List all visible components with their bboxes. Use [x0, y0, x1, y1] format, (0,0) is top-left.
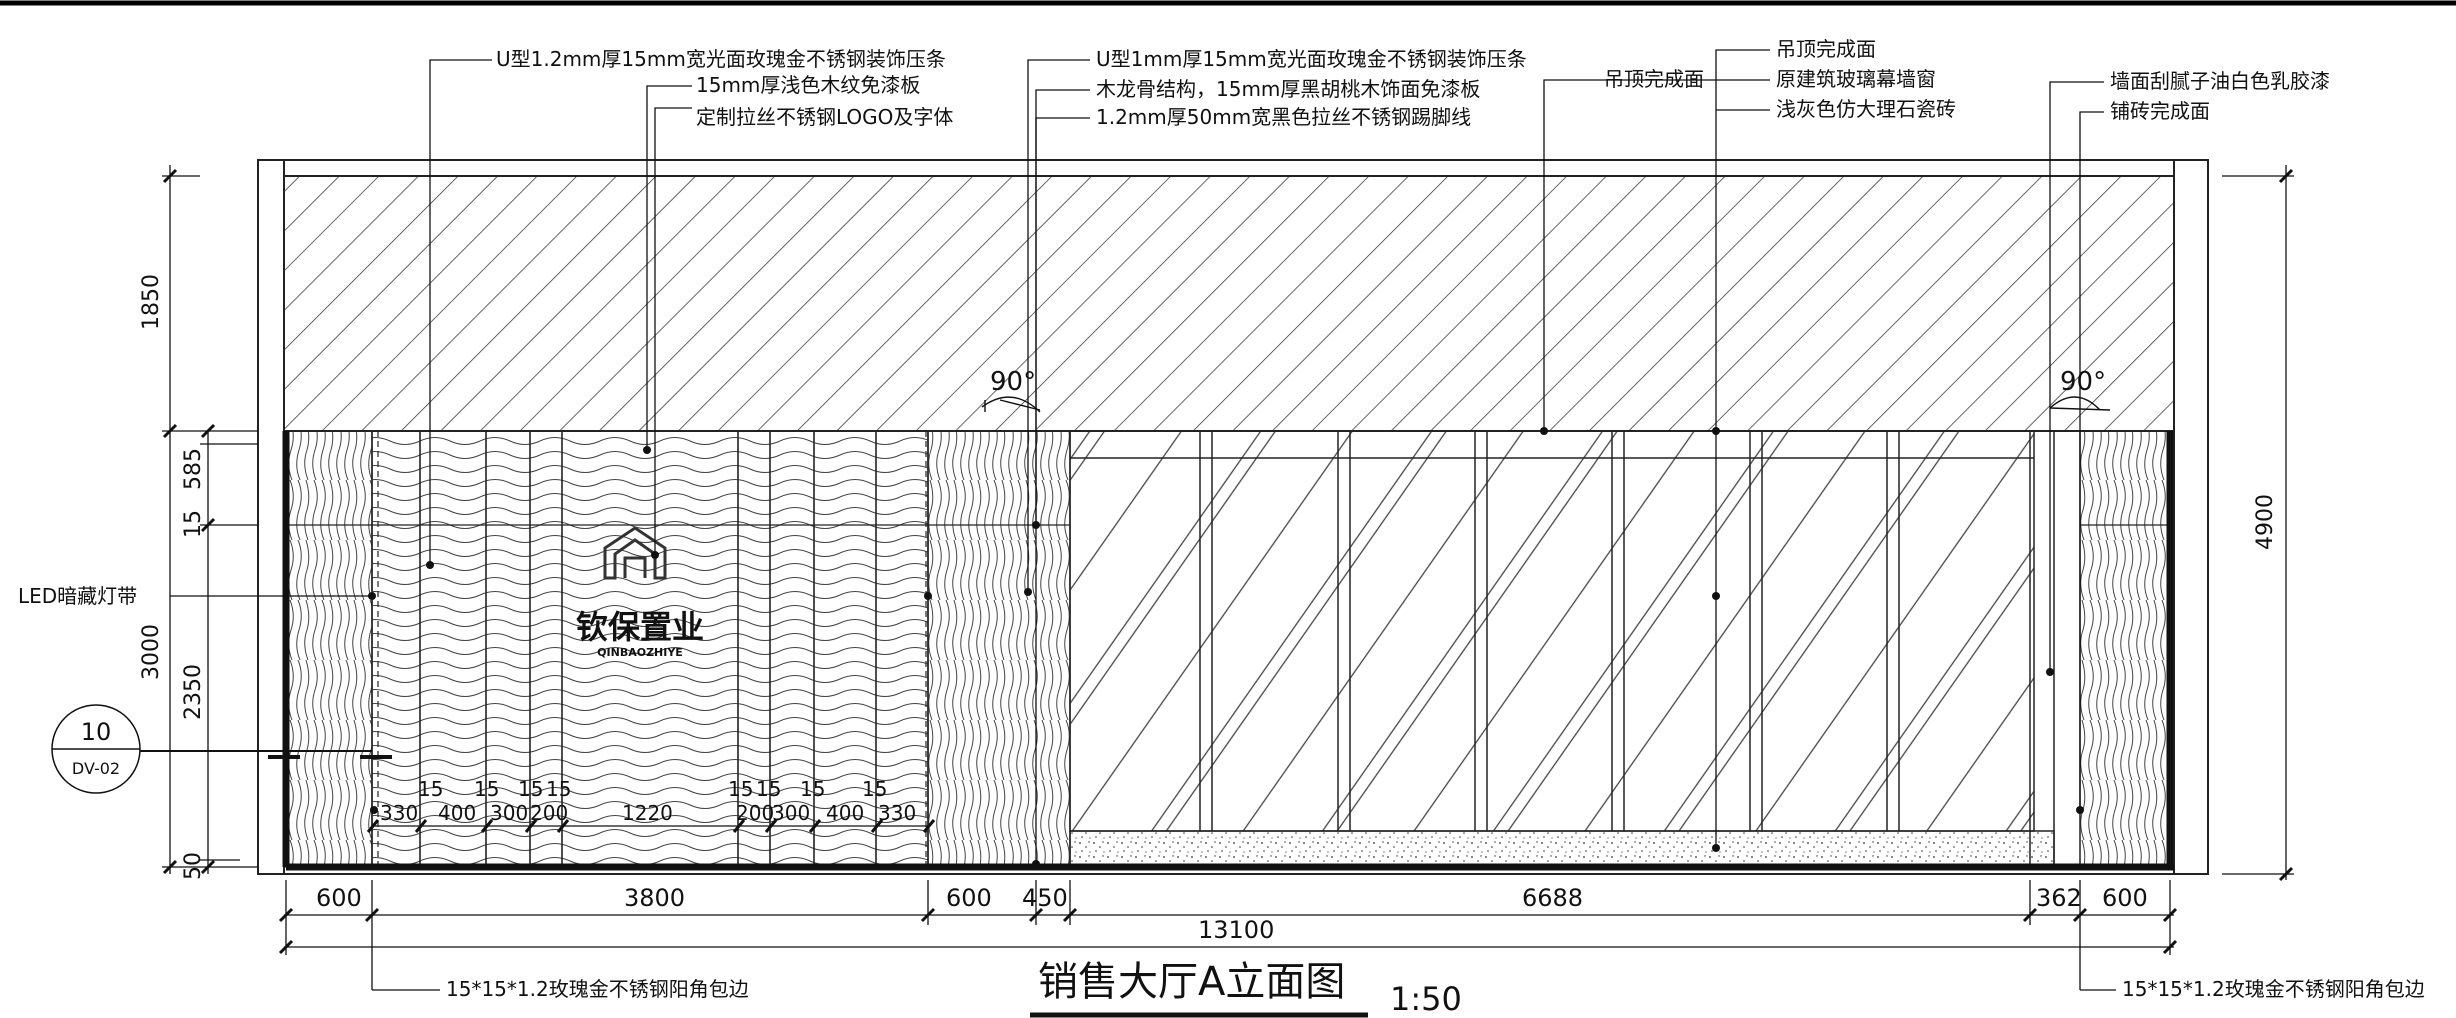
callout-tm-1: U型1mm厚15mm宽光面玫瑰金不锈钢装饰压条 [1096, 47, 1527, 71]
drawing-scale: 1:50 [1390, 980, 1462, 1018]
gap-7: 15 [800, 777, 825, 801]
callout-bottom-left: 15*15*1.2玫瑰金不锈钢阳角包边 [446, 977, 749, 1001]
wood-panel-right [2079, 430, 2171, 868]
gap-8: 15 [862, 777, 887, 801]
dim-b-3800: 3800 [624, 884, 685, 912]
callout-tl-1: U型1.2mm厚15mm宽光面玫瑰金不锈钢装饰压条 [496, 47, 946, 71]
pw-1220: 1220 [622, 801, 673, 825]
dim-b-450: 450 [1022, 884, 1068, 912]
dim-1850: 1850 [139, 274, 164, 330]
callout-trm-1: 吊顶完成面 [1776, 37, 1876, 61]
callout-tl-3: 定制拉丝不锈钢LOGO及字体 [696, 105, 953, 129]
dim-bottom-lines [284, 880, 2174, 990]
gap-6: 15 [756, 777, 781, 801]
dim-left-ticks [162, 168, 216, 875]
gap-1: 15 [418, 777, 443, 801]
callout-bottom-right: 15*15*1.2玫瑰金不锈钢阳角包边 [2122, 977, 2425, 1001]
pw-200b: 200 [736, 801, 774, 825]
section-marker [51, 704, 392, 794]
leaders-top-left [429, 59, 692, 565]
callout-led: LED暗藏灯带 [18, 584, 137, 608]
gap-4: 15 [546, 777, 571, 801]
callout-tm-2: 木龙骨结构，15mm厚黑胡桃木饰面免漆板 [1096, 77, 1480, 101]
angle-marker-left [981, 396, 1041, 413]
drawing-title: 销售大厅A立面图 [1038, 959, 1345, 1005]
pw-330a: 330 [380, 801, 418, 825]
logo-wall [371, 430, 929, 868]
glass-curtain-wall [1069, 430, 2035, 832]
callout-tr-1: 墙面刮腻子油白色乳胶漆 [2110, 69, 2330, 93]
dim-3000: 3000 [139, 624, 164, 680]
gap-2: 15 [474, 777, 499, 801]
outer-frame [257, 159, 2209, 875]
logo-wall-strips [419, 431, 877, 867]
marble-tile-base [1069, 830, 2055, 868]
dim-2350: 2350 [181, 664, 206, 720]
dim-585: 585 [181, 448, 206, 490]
section-number: 10 [81, 718, 112, 746]
dim-left-lines [162, 165, 258, 874]
dim-15: 15 [181, 510, 206, 538]
dim-b-600a: 600 [316, 884, 362, 912]
ceiling-hatch [283, 175, 2175, 432]
panel-dim-ticks [366, 819, 936, 833]
dim-b-600b: 600 [946, 884, 992, 912]
mullions [1199, 431, 2055, 867]
dim-bottom-ticks [278, 907, 2178, 955]
dim-b-6688: 6688 [1522, 884, 1583, 912]
gap-3: 15 [518, 777, 543, 801]
callout-tl-2: 15mm厚浅色木纹免漆板 [696, 73, 920, 97]
section-sheet: DV-02 [72, 759, 120, 778]
callout-tm-3: 1.2mm厚50mm宽黑色拉丝不锈钢踢脚线 [1096, 105, 1471, 129]
callout-tr-2: 铺砖完成面 [2110, 99, 2210, 123]
pw-200a: 200 [530, 801, 568, 825]
callout-trm-2: 原建筑玻璃幕墙窗 [1776, 67, 1936, 91]
angle-label-left: 90° [990, 367, 1036, 397]
pw-400b: 400 [826, 801, 864, 825]
callout-trm-3: 浅灰色仿大理石瓷砖 [1776, 97, 1956, 121]
dim-b-total: 13100 [1198, 916, 1274, 944]
dim-b-600c: 600 [2102, 884, 2148, 912]
angle-label-right: 90° [2060, 367, 2106, 397]
dim-50: 50 [181, 852, 206, 880]
wood-panel-left [285, 430, 373, 868]
dim-4900: 4900 [2253, 494, 2278, 550]
callout-ceiling-left: 吊顶完成面 [1604, 67, 1704, 91]
logo-en: QINBAOZHIYE [597, 646, 683, 659]
wood-panel-mid [927, 430, 1071, 868]
dim-b-362: 362 [2036, 884, 2082, 912]
gap-5: 15 [728, 777, 753, 801]
logo-cn: 钦保置业 [576, 608, 704, 646]
pw-400a: 400 [438, 801, 476, 825]
pw-300b: 300 [772, 801, 810, 825]
pw-330b: 330 [878, 801, 916, 825]
pw-300a: 300 [490, 801, 528, 825]
